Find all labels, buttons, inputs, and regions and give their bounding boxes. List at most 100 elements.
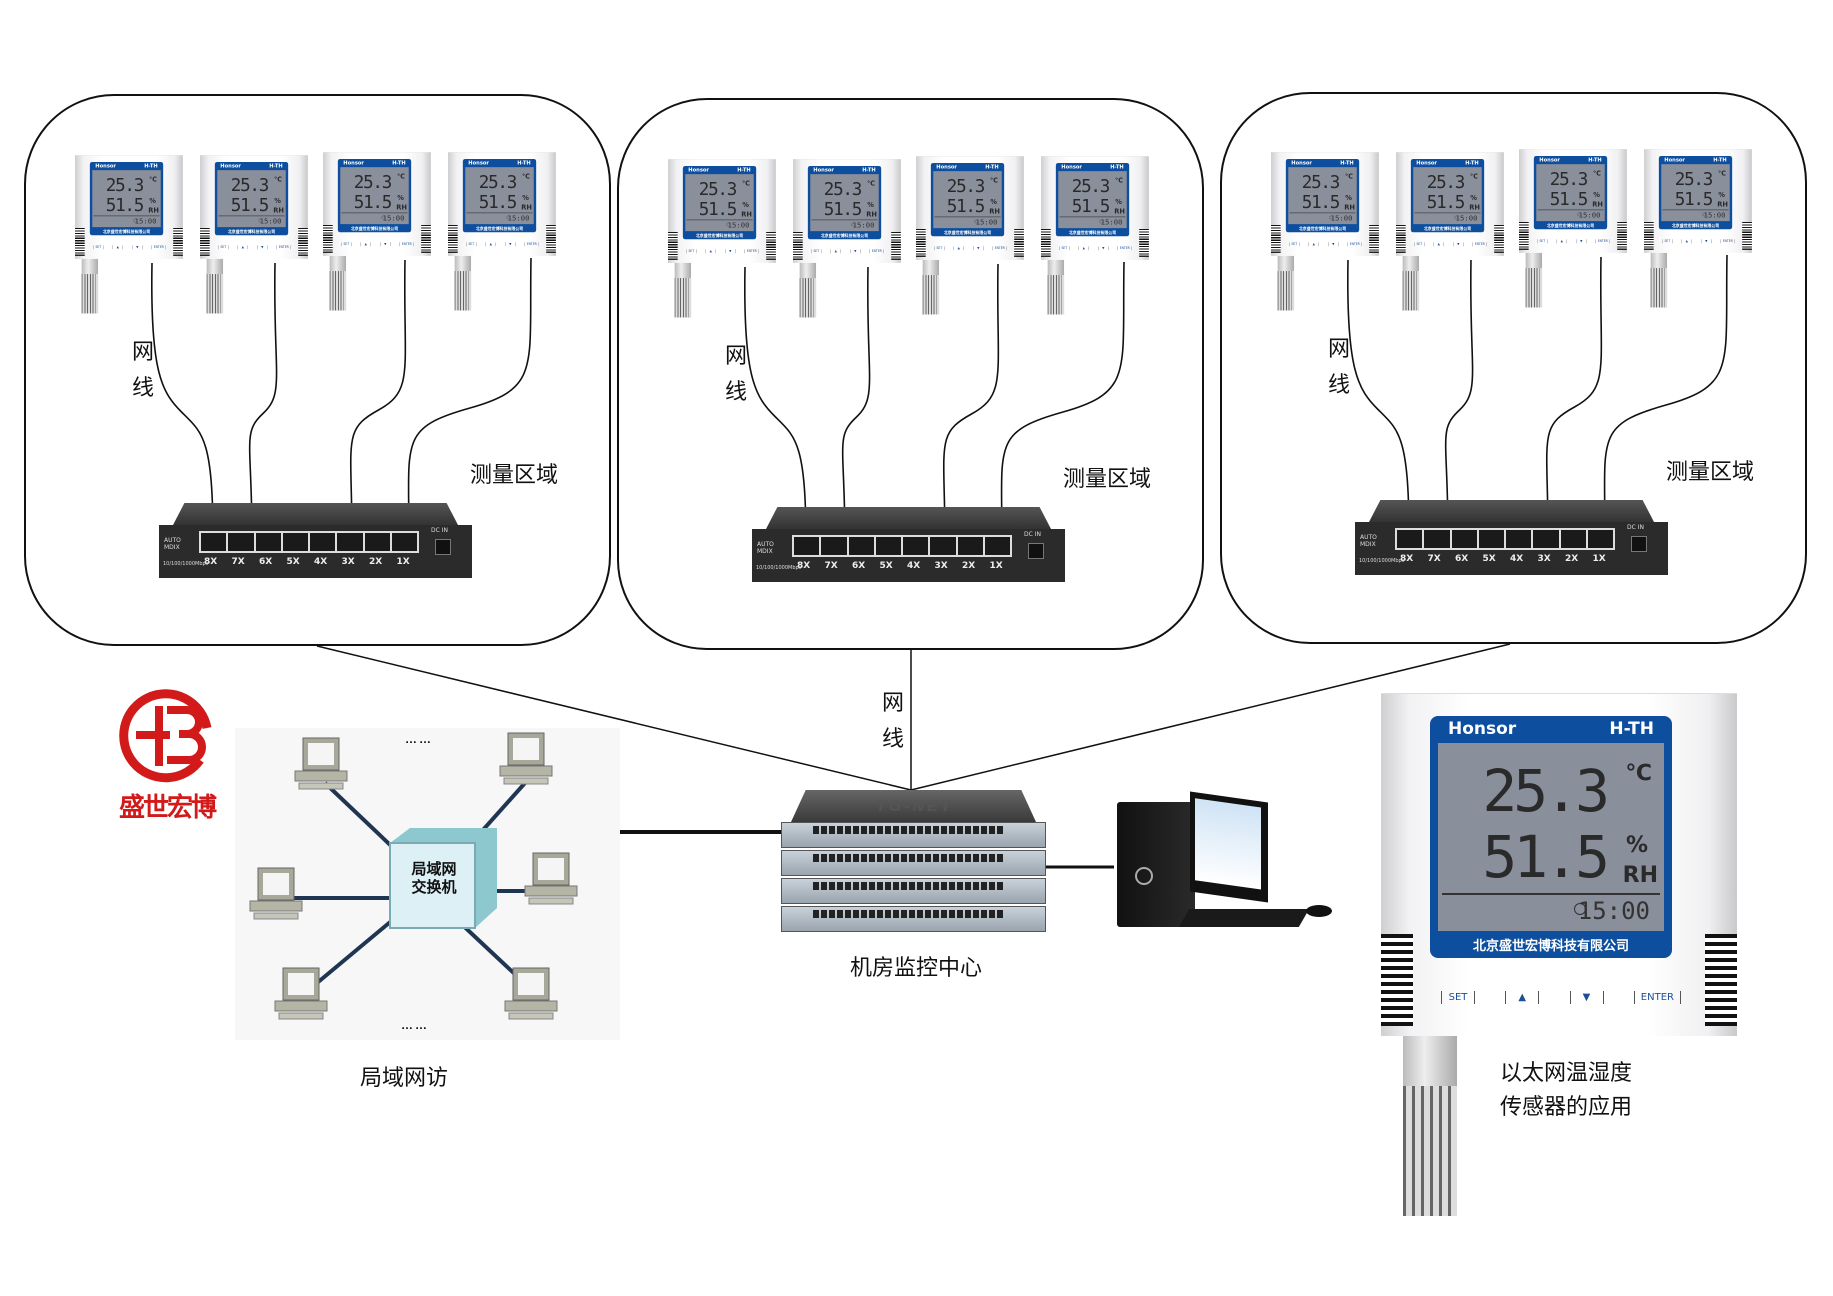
port [997, 882, 1003, 890]
clock-icon [258, 218, 263, 223]
time-reading: 15:00 [727, 220, 750, 230]
sensor-button[interactable]: ▼ [257, 245, 268, 250]
label-line: 交换机 [411, 878, 457, 896]
temperature-unit: ℃ [397, 172, 406, 181]
sensor-button[interactable]: ▼ [1569, 991, 1604, 1004]
port [933, 854, 939, 862]
sensor-button[interactable]: SET [218, 245, 229, 250]
sensor-button[interactable]: ▼ [1453, 242, 1464, 247]
sensor-button[interactable]: SET [1289, 242, 1300, 247]
sensor-button[interactable]: ENTER [1595, 239, 1610, 244]
sensor-button[interactable]: ▲ [360, 242, 371, 247]
probe-grille [799, 278, 817, 318]
sensor-button[interactable]: ▲ [705, 249, 716, 254]
port [893, 882, 899, 890]
sensor-button[interactable]: ▼ [1328, 242, 1339, 247]
sensor-button[interactable]: SET [1059, 246, 1070, 251]
humidity-unit-rh: RH [1717, 200, 1728, 209]
vent-right [1369, 225, 1379, 253]
sensor-button[interactable]: ▲ [953, 246, 964, 251]
sensor-button[interactable]: ENTER [276, 245, 291, 250]
sensor-button[interactable]: ▼ [132, 245, 143, 250]
switch-unit [781, 878, 1046, 904]
sensor-button[interactable]: ENTER [744, 249, 759, 254]
sensor-buttons: SET ▲ ▼ ENTER [93, 245, 166, 250]
sensor-button[interactable]: SET [1537, 239, 1548, 244]
sensor-button[interactable]: SET [686, 249, 697, 254]
sensor-brand: Honsor [1448, 719, 1517, 739]
sensor-button[interactable]: ENTER [151, 245, 166, 250]
sensor-button[interactable]: ▼ [725, 249, 736, 254]
sensor-button[interactable]: ▲ [1556, 239, 1567, 244]
lcd-divider [1059, 216, 1126, 218]
sensor-button[interactable]: ENTER [992, 246, 1007, 251]
sensor-button[interactable]: ENTER [524, 242, 539, 247]
sensor-button[interactable]: ENTER [1117, 246, 1132, 251]
sensor-button[interactable]: ▼ [1576, 239, 1587, 244]
sensor-model: H-TH [517, 159, 531, 166]
temperature-reading: 25.3 [230, 174, 270, 195]
humidity-reading: 51.5 [353, 191, 393, 212]
sensor-buttons: SET ▲ ▼ ENTER [466, 242, 539, 247]
port [917, 826, 923, 834]
label-char: 线 [724, 380, 747, 405]
sensor-button[interactable]: SET [934, 246, 945, 251]
sensor-cable [942, 263, 1000, 545]
sensor-button[interactable]: ▲ [1681, 239, 1692, 244]
sensor-button[interactable]: ENTER [1633, 991, 1681, 1004]
sensor-button[interactable]: SET [341, 242, 352, 247]
temperature-unit: ℃ [274, 175, 283, 184]
port [861, 882, 867, 890]
port [845, 854, 851, 862]
sensor-button[interactable]: SET [466, 242, 477, 247]
sensor-button[interactable]: ▲ [237, 245, 248, 250]
sensor-button[interactable]: ▼ [380, 242, 391, 247]
sensor-button[interactable]: SET [1414, 242, 1425, 247]
time-reading: 15:00 [1703, 210, 1726, 220]
sensor-button[interactable]: ▲ [485, 242, 496, 247]
sensor-button[interactable]: ENTER [399, 242, 414, 247]
humidity-unit: % [1115, 198, 1122, 206]
sensor-button[interactable]: ▲ [1505, 991, 1540, 1004]
sensor-button[interactable]: SET [811, 249, 822, 254]
port [925, 854, 931, 862]
humidity-reading: 51.5 [105, 194, 145, 215]
sensor-button[interactable]: ▲ [830, 249, 841, 254]
sensor-button[interactable]: SET [93, 245, 104, 250]
sensor-button[interactable]: ▼ [505, 242, 516, 247]
sensor-button[interactable]: ▼ [973, 246, 984, 251]
sensor-button[interactable]: ▲ [1433, 242, 1444, 247]
clock-icon [974, 219, 979, 224]
sensor-button[interactable]: ▲ [112, 245, 123, 250]
sensor-button[interactable]: SET [1662, 239, 1673, 244]
sensor-button[interactable]: ENTER [1720, 239, 1735, 244]
sensor-company: 北京盛世宏博科技有限公司 [695, 233, 744, 239]
temperature-reading: 25.3 [353, 171, 393, 192]
probe-grille [1047, 275, 1065, 315]
sensor-button[interactable]: ENTER [1472, 242, 1487, 247]
humidity-reading: 51.5 [698, 198, 738, 219]
core-switch-stack: TG-NET [781, 790, 1046, 934]
sensor-button[interactable]: ▼ [1701, 239, 1712, 244]
sensor-button[interactable]: ▼ [1098, 246, 1109, 251]
port [885, 854, 891, 862]
dc-jack [1028, 543, 1044, 559]
sensor-button[interactable]: ▲ [1308, 242, 1319, 247]
humidity-unit: % [274, 197, 281, 205]
port [885, 882, 891, 890]
sensor-button[interactable]: ▼ [850, 249, 861, 254]
sensor-button[interactable]: SET [1441, 991, 1475, 1004]
sensor-button[interactable]: ENTER [1347, 242, 1362, 247]
port [973, 854, 979, 862]
port [813, 882, 819, 890]
sensor-button[interactable]: ▲ [1078, 246, 1089, 251]
sensor-button[interactable]: ENTER [869, 249, 884, 254]
port [829, 854, 835, 862]
vent-left [916, 229, 926, 257]
port [997, 854, 1003, 862]
